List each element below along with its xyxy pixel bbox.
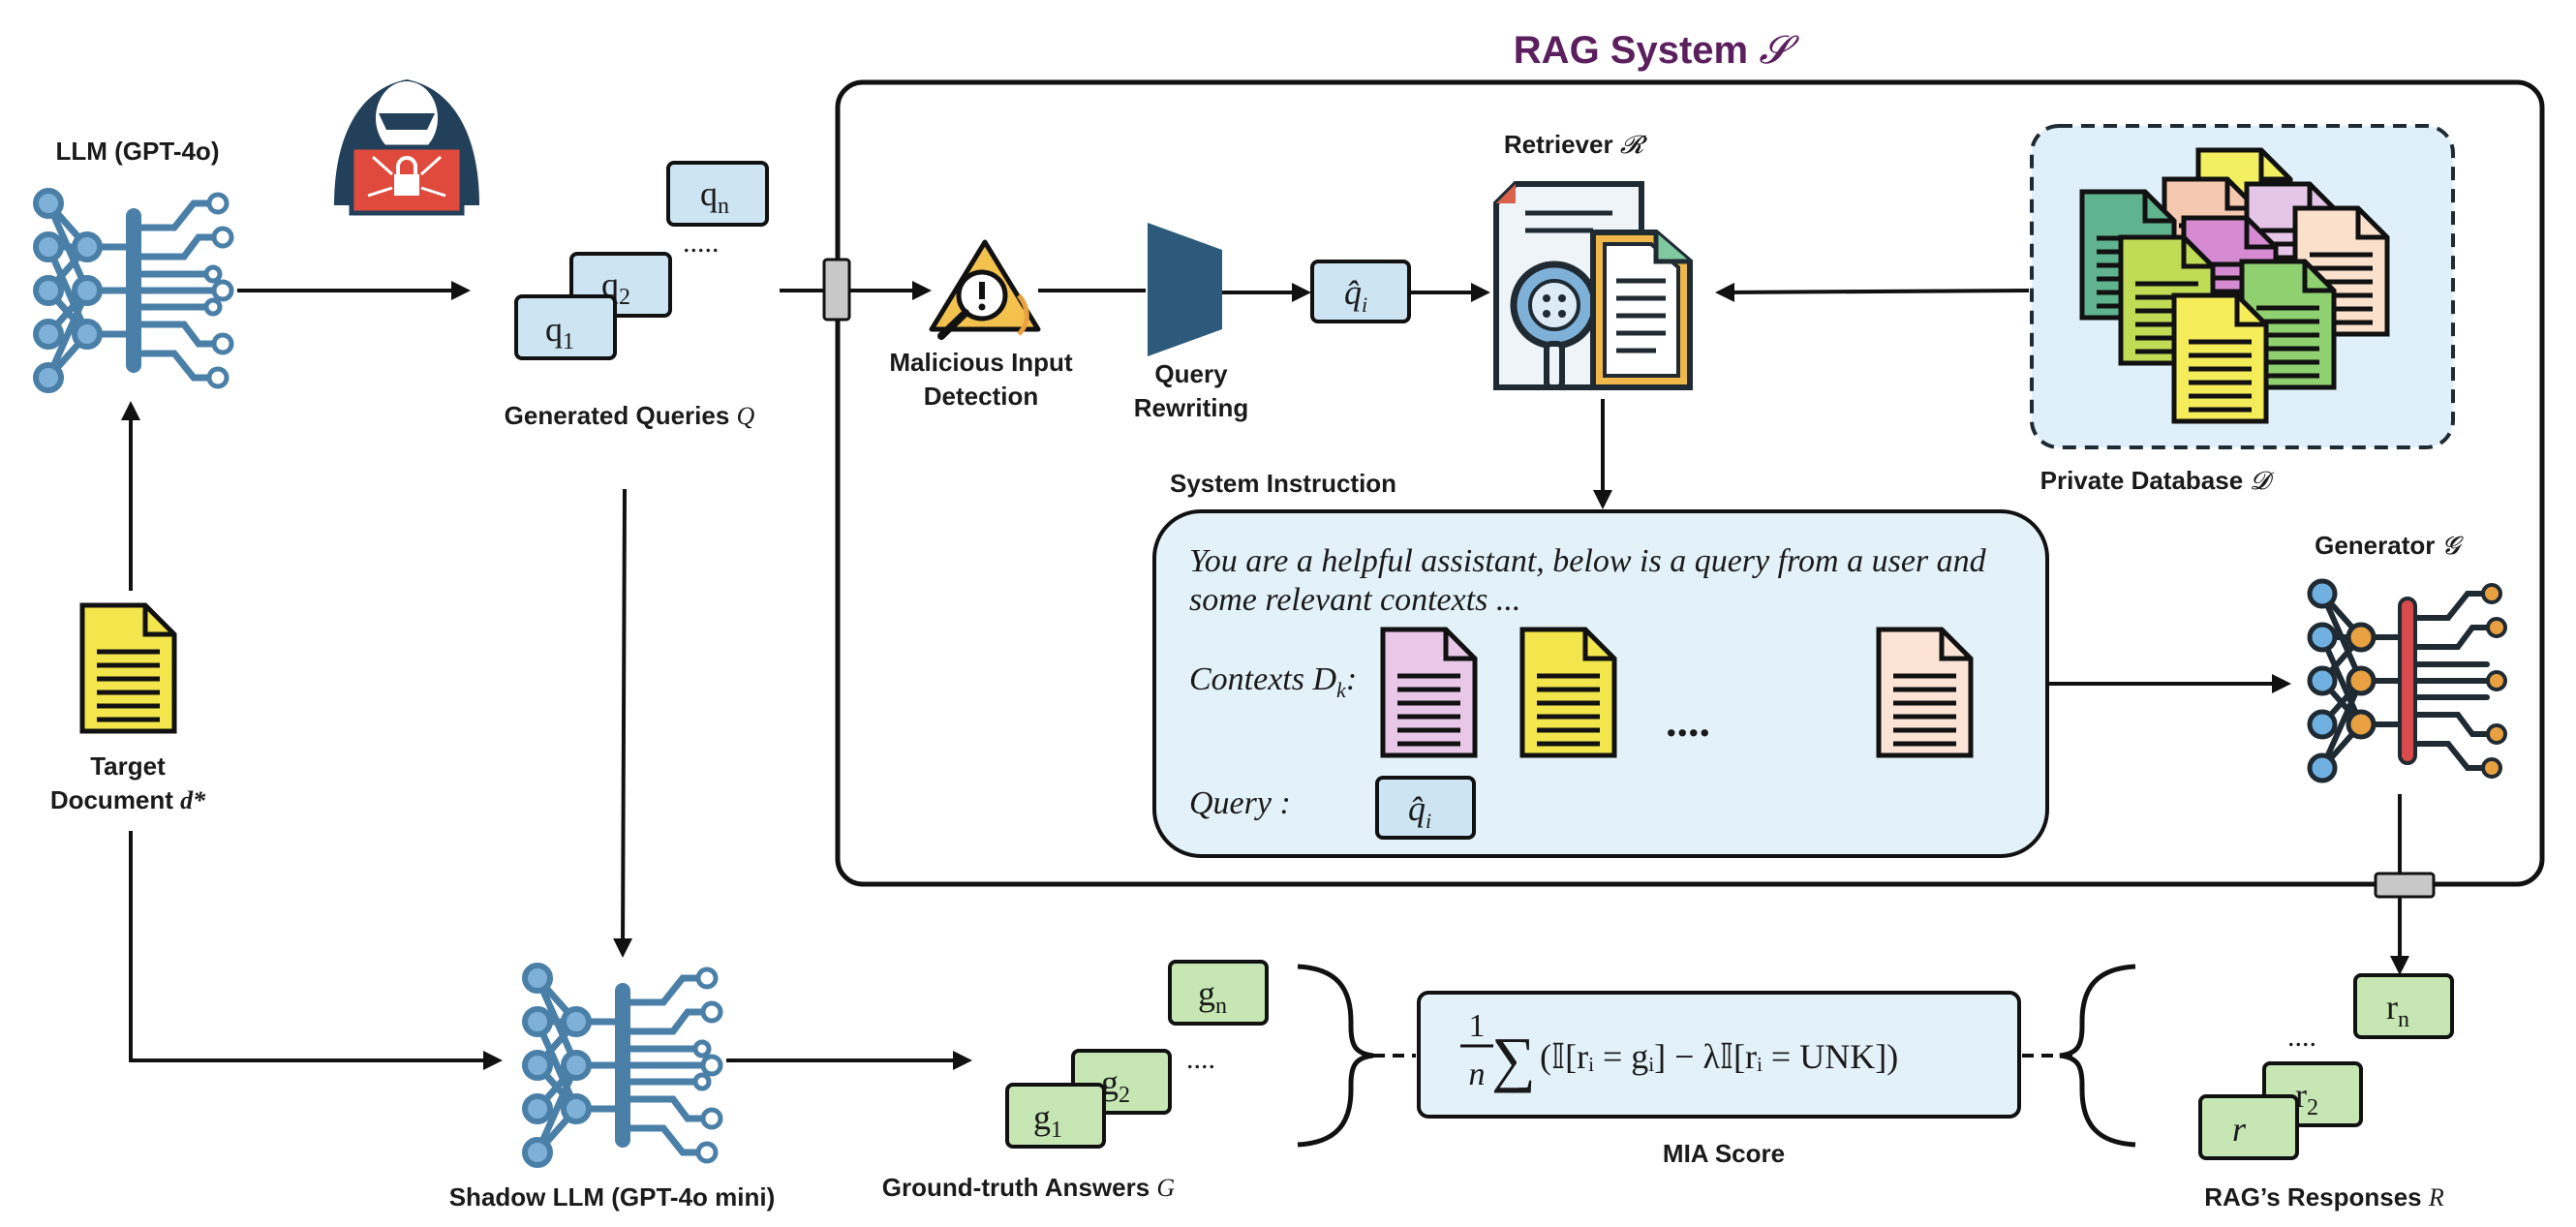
- database-to-retriever-arrow: [1715, 282, 2030, 302]
- answer-card-1: g1: [1005, 1083, 1106, 1149]
- svg-text:g1: g1: [1033, 1098, 1062, 1143]
- answers-ellipsis: ....: [1186, 1043, 1215, 1075]
- contexts-dots: ....: [1666, 696, 1710, 746]
- queries-ellipsis: .....: [683, 227, 720, 259]
- detection-label-line1: Malicious Input: [889, 348, 1073, 377]
- rag-system-title: RAG System 𝓢: [1514, 28, 1799, 73]
- retriever-icon: [1493, 181, 1693, 390]
- private-database-label: Private Database 𝓓: [2040, 466, 2276, 496]
- query-card-n: qn: [666, 161, 769, 227]
- formula-body: (𝕀[rᵢ = gᵢ] − λ𝕀[rᵢ = UNK]): [1540, 1037, 1898, 1076]
- svg-text:q̂i: q̂i: [1408, 789, 1431, 833]
- rag-system-title-text: RAG System: [1514, 29, 1748, 72]
- retriever-label: Retriever 𝓡: [1504, 130, 1648, 160]
- detection-label-line2: Detection: [924, 382, 1038, 411]
- instruction-query-label: Query :: [1189, 785, 1291, 821]
- responses-ellipsis: ....: [2287, 1021, 2316, 1053]
- target-document-icon: [82, 605, 174, 731]
- rag-system-frame: [835, 79, 2545, 887]
- response-card-n: rn: [2353, 973, 2454, 1039]
- responses-brace: [2059, 964, 2136, 1148]
- context-doc-1: [1383, 629, 1475, 755]
- formula-sum: ∑: [1491, 1025, 1536, 1093]
- generated-queries-label: Generated Queries Q: [505, 401, 755, 430]
- svg-text:q1: q1: [545, 310, 574, 354]
- target-label-line1: Target: [90, 752, 166, 781]
- svg-text:gn: gn: [1198, 974, 1227, 1019]
- svg-text:rn: rn: [2386, 988, 2409, 1032]
- rewriting-label-line1: Query: [1154, 359, 1228, 388]
- mia-formula: 1 n ∑ (𝕀[rᵢ = gᵢ] − λ𝕀[rᵢ = UNK]): [1460, 1008, 1898, 1093]
- generator-label: Generator 𝓖: [2315, 531, 2465, 561]
- responses-label: RAG’s Responses R: [2204, 1182, 2444, 1212]
- llm-network-icon: [36, 191, 231, 390]
- rag-output-gate: [2374, 872, 2436, 899]
- queries-to-shadow-arrow: [613, 488, 633, 958]
- rag-system-symbol: 𝓢: [1759, 28, 1799, 73]
- contexts-label: Contexts Dk:: [1189, 661, 1357, 702]
- llm-label: LLM (GPT-4o): [56, 137, 220, 166]
- response-card-1: r: [2198, 1094, 2299, 1160]
- shadow-llm-network-icon: [525, 966, 721, 1165]
- instruction-text-line1: You are a helpful assistant, below is a …: [1189, 543, 1987, 579]
- rewriting-label-line2: Rewriting: [1134, 393, 1248, 422]
- generator-network-icon: [2307, 578, 2507, 783]
- context-doc-k: [1879, 629, 1971, 755]
- formula-denominator: n: [1469, 1057, 1486, 1092]
- query-rewriter-icon: [1148, 223, 1222, 356]
- rag-input-gate: [822, 258, 851, 322]
- svg-text:qn: qn: [700, 174, 729, 219]
- instruction-text-line2: some relevant contexts ...: [1189, 582, 1520, 618]
- system-instruction-heading: System Instruction: [1170, 469, 1396, 498]
- answers-label: Ground-truth Answers G: [882, 1173, 1176, 1202]
- answer-card-n: gn: [1168, 960, 1269, 1026]
- context-doc-2: [1522, 629, 1614, 755]
- target-to-shadow-arrow: [129, 831, 503, 1070]
- svg-text:r: r: [2232, 1110, 2247, 1149]
- query-card-1: q1: [514, 294, 617, 360]
- shadow-llm-label: Shadow LLM (GPT-4o mini): [449, 1182, 776, 1212]
- target-label-line2: Document d*: [50, 785, 206, 814]
- mia-formula-box: [1417, 991, 2021, 1119]
- mia-score-label: MIA Score: [1663, 1139, 1785, 1168]
- hacker-icon: [334, 79, 479, 216]
- rewritten-query-box: q̂i: [1310, 260, 1411, 323]
- instruction-query-box: q̂i: [1375, 776, 1476, 840]
- svg-text:q̂i: q̂i: [1344, 273, 1367, 317]
- warning-magnifier-icon: [929, 239, 1041, 340]
- formula-numerator: 1: [1469, 1008, 1486, 1044]
- answers-brace: [1297, 964, 1374, 1148]
